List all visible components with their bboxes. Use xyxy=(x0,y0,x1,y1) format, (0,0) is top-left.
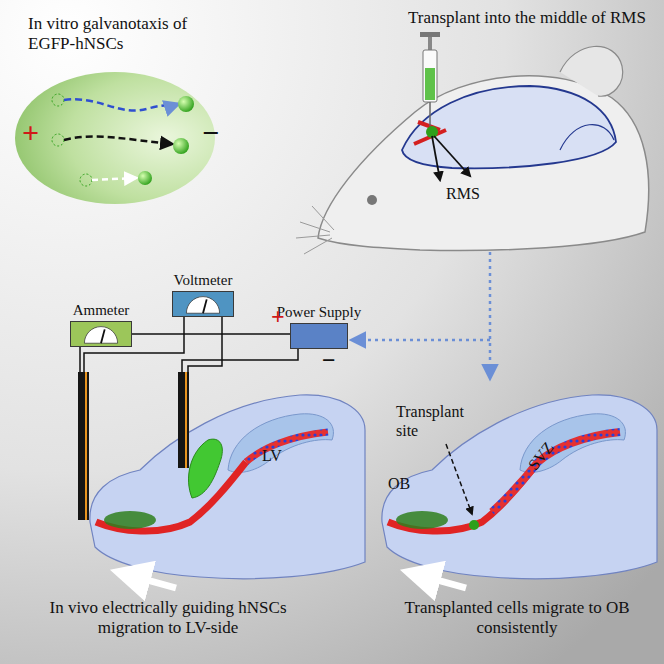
brain-section-right xyxy=(382,395,657,579)
petri-dish xyxy=(15,72,215,204)
meter-dial xyxy=(173,292,233,316)
node-label: Ammeter xyxy=(73,302,130,319)
region-label: LV xyxy=(262,446,282,465)
panel-caption: Transplant site xyxy=(396,402,476,440)
flow-arrow xyxy=(352,339,490,342)
voltmeter-box: Voltmeter xyxy=(172,291,234,317)
wire-connector xyxy=(132,333,290,335)
flow-arrow xyxy=(489,252,492,378)
region-label: OB xyxy=(388,474,410,493)
migration-arrow xyxy=(408,572,466,588)
migration-arrow xyxy=(118,572,176,588)
meter-dial xyxy=(71,322,131,346)
power-supply-box: Power Supply xyxy=(290,323,348,349)
polarity-sign: − xyxy=(322,348,336,372)
syringe xyxy=(420,32,440,126)
region-label: RMS xyxy=(446,184,480,203)
node-label: Power Supply xyxy=(277,304,362,321)
node-label: Voltmeter xyxy=(174,272,233,289)
panel-caption: In vitro galvanotaxis of EGFP-hNSCs xyxy=(28,14,228,55)
brain-section-left xyxy=(90,395,365,579)
electrode xyxy=(78,372,189,520)
polarity-sign: + xyxy=(22,118,39,148)
mouse-head xyxy=(296,46,649,254)
panel-caption: In vivo electrically guiding hNSCs migra… xyxy=(18,598,318,639)
ammeter-box: Ammeter xyxy=(70,321,132,347)
panel-caption: Transplant into the middle of RMS xyxy=(408,8,660,28)
polarity-sign: − xyxy=(202,118,219,148)
leader-line xyxy=(446,444,472,514)
panel-caption: Transplanted cells migrate to OB consist… xyxy=(372,598,662,639)
polarity-sign: + xyxy=(271,304,285,328)
